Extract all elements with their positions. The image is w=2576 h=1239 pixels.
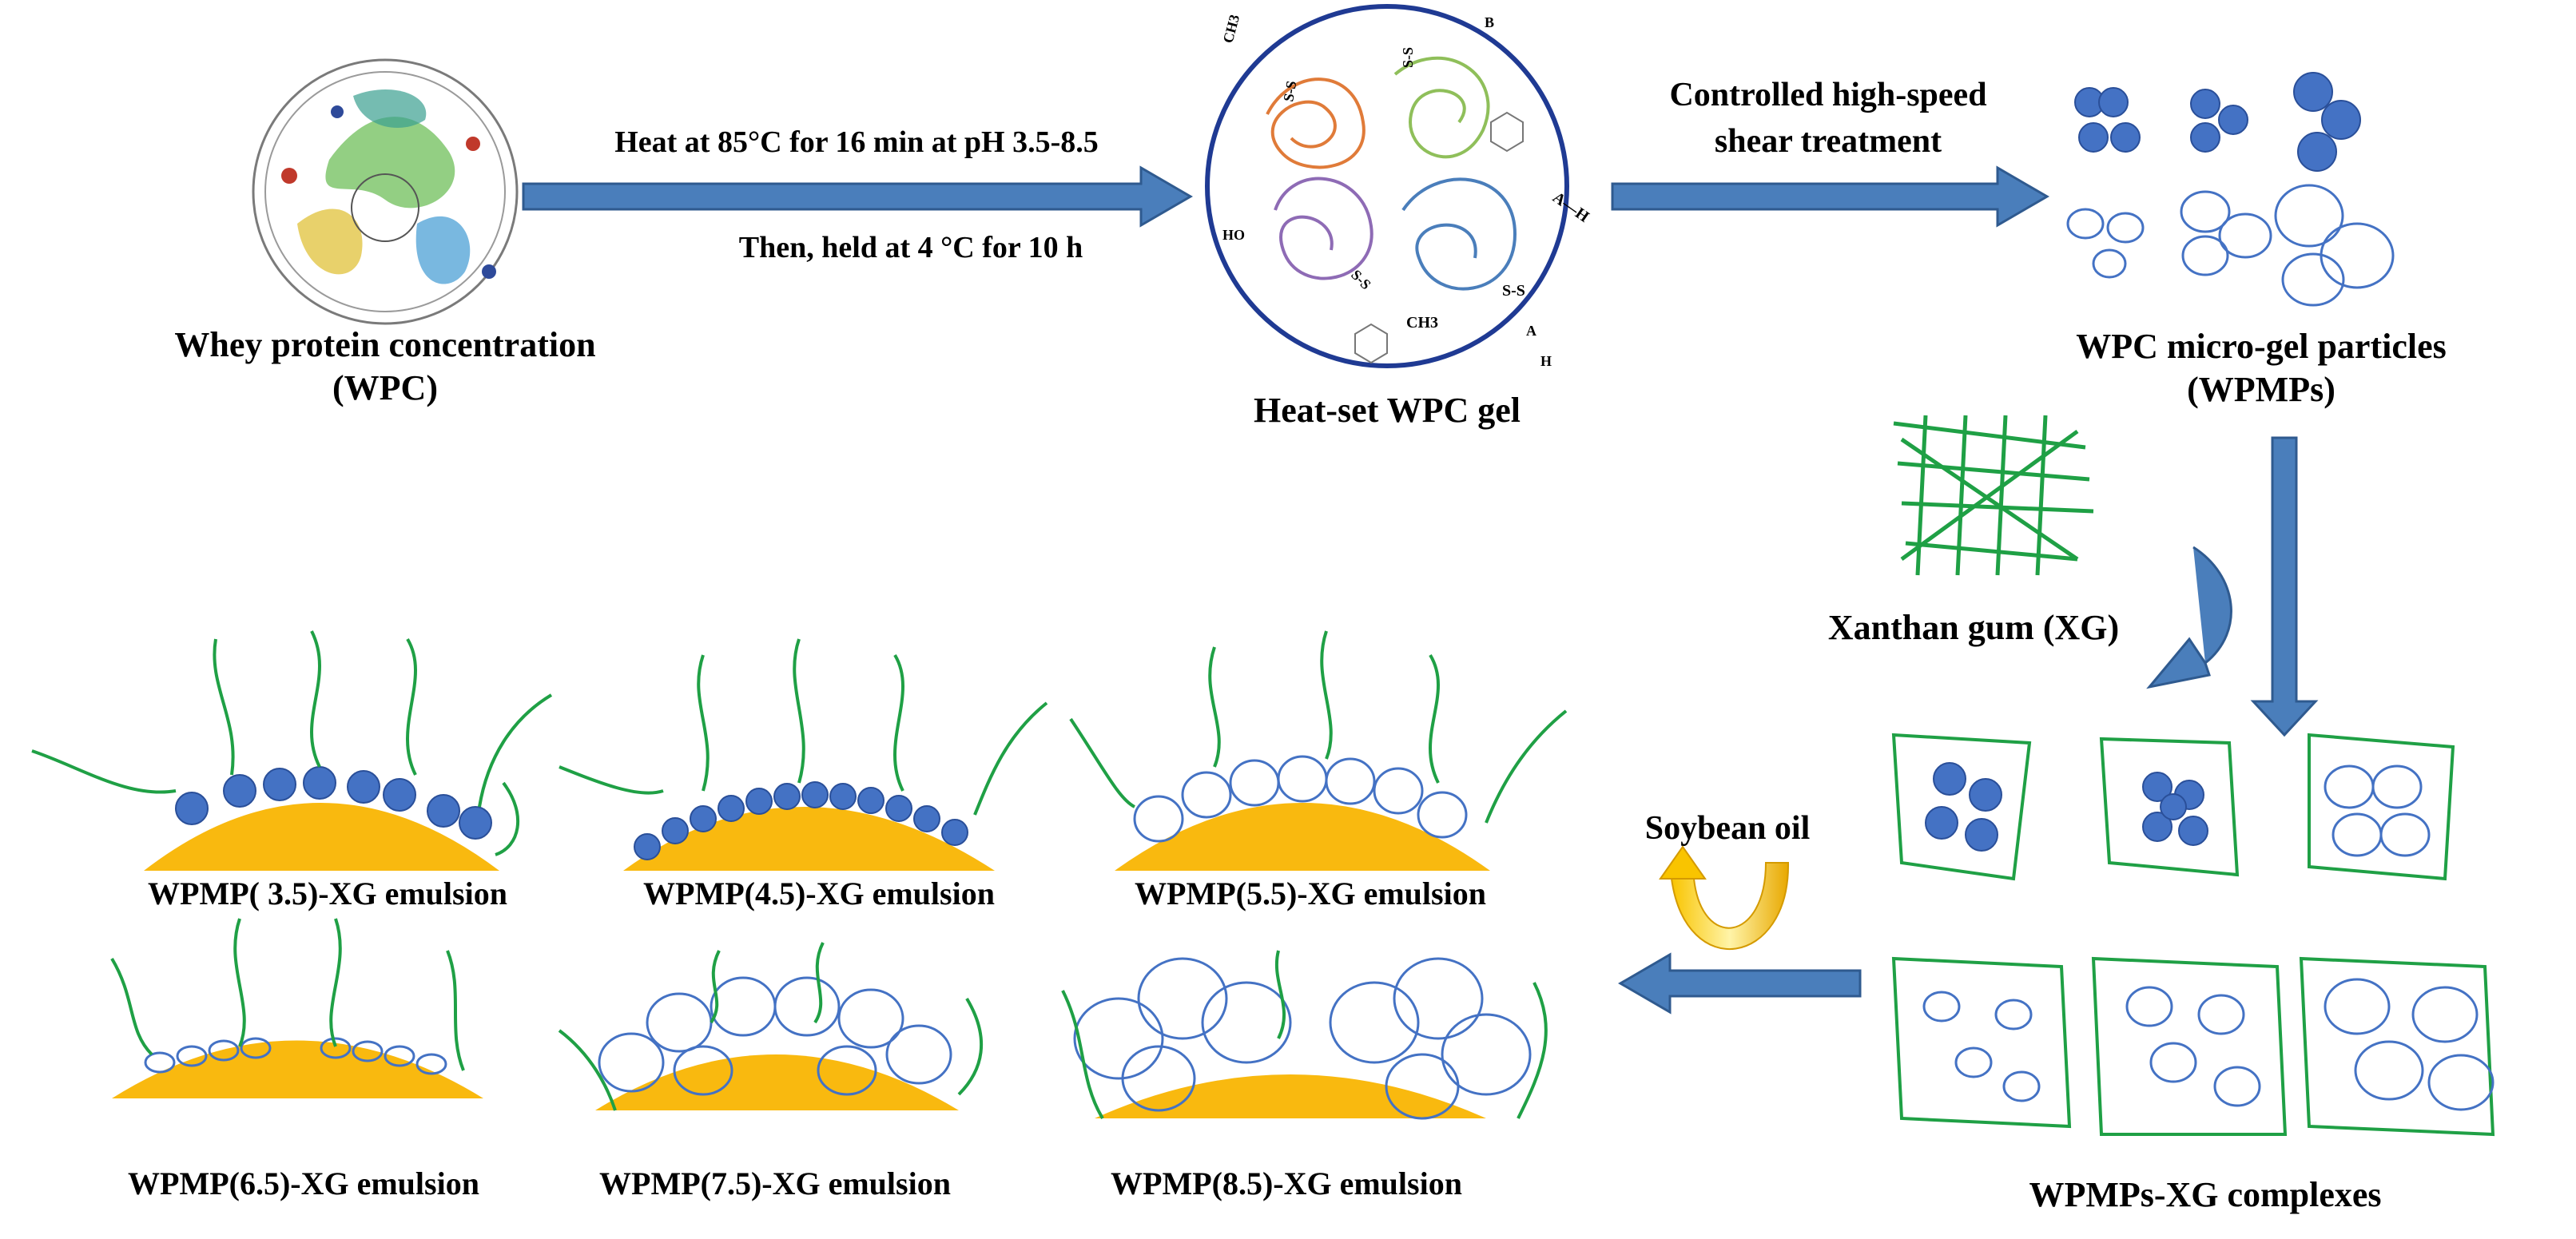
heat-condition-bottom: Then, held at 4 °C for 10 h bbox=[739, 231, 1083, 264]
xg-label: Xanthan gum (XG) bbox=[1828, 608, 2119, 647]
wpmp-label-line2: (WPMPs) bbox=[2187, 370, 2335, 409]
wpc-protein-structure bbox=[252, 58, 519, 325]
emulsion-label-3: WPMP(5.5)-XG emulsion bbox=[1135, 876, 1486, 911]
gel-text-ss-2: S-S bbox=[1400, 47, 1416, 68]
gel-text-b: B bbox=[1485, 14, 1494, 30]
down-arrow-to-complexes bbox=[2250, 436, 2319, 737]
emulsion-label-2: WPMP(4.5)-XG emulsion bbox=[643, 876, 995, 911]
wpc-label-line2: (WPC) bbox=[332, 368, 438, 407]
emulsion-label-6: WPMP(8.5)-XG emulsion bbox=[1111, 1166, 1462, 1201]
xanthan-gum-network bbox=[1893, 415, 2094, 576]
shear-arrow bbox=[1611, 165, 2049, 228]
left-arrow-to-emulsions bbox=[1618, 952, 1862, 1015]
heat-set-gel bbox=[1205, 4, 1569, 368]
emulsion-6 bbox=[1061, 950, 1548, 1120]
shear-label-line1: Controlled high-speed bbox=[1669, 77, 1986, 113]
emulsion-label-5: WPMP(7.5)-XG emulsion bbox=[599, 1166, 951, 1201]
emulsion-1 bbox=[31, 630, 553, 871]
gel-label: Heat-set WPC gel bbox=[1254, 391, 1521, 430]
emulsion-4 bbox=[110, 918, 483, 1098]
wpmp-xg-complexes bbox=[1891, 733, 2495, 1137]
gel-text-ch3-bottom: CH3 bbox=[1406, 314, 1438, 332]
heat-arrow bbox=[522, 165, 1193, 228]
emulsion-2 bbox=[559, 638, 1048, 871]
emulsion-label-4: WPMP(6.5)-XG emulsion bbox=[128, 1166, 479, 1201]
complex-label: WPMPs-XG complexes bbox=[2029, 1175, 2381, 1214]
gel-text-ss-4: S-S bbox=[1502, 282, 1525, 300]
gel-text-ch3-top: CH3 bbox=[1220, 13, 1243, 45]
heat-condition-top: Heat at 85°C for 16 min at pH 3.5-8.5 bbox=[614, 125, 1099, 159]
soybean-oil-label: Soybean oil bbox=[1645, 810, 1811, 847]
emulsion-5 bbox=[558, 942, 984, 1111]
curved-arrow-xg-to-complex bbox=[2146, 546, 2232, 689]
gel-text-ss-1: S-S bbox=[1280, 80, 1299, 103]
gel-text-a-bottom: A bbox=[1526, 323, 1536, 339]
soybean-oil-arrow bbox=[1659, 845, 1790, 951]
emulsion-3 bbox=[1069, 630, 1568, 871]
wpmp-label-line1: WPC micro-gel particles bbox=[2076, 327, 2446, 366]
wpc-label-line1: Whey protein concentration bbox=[174, 325, 595, 364]
shear-label-line2: shear treatment bbox=[1715, 123, 1942, 160]
wpmp-particles bbox=[2066, 72, 2395, 307]
gel-text-ho: HO bbox=[1222, 227, 1245, 243]
emulsion-label-1: WPMP( 3.5)-XG emulsion bbox=[148, 876, 507, 911]
gel-text-h-bottom: H bbox=[1540, 353, 1552, 369]
